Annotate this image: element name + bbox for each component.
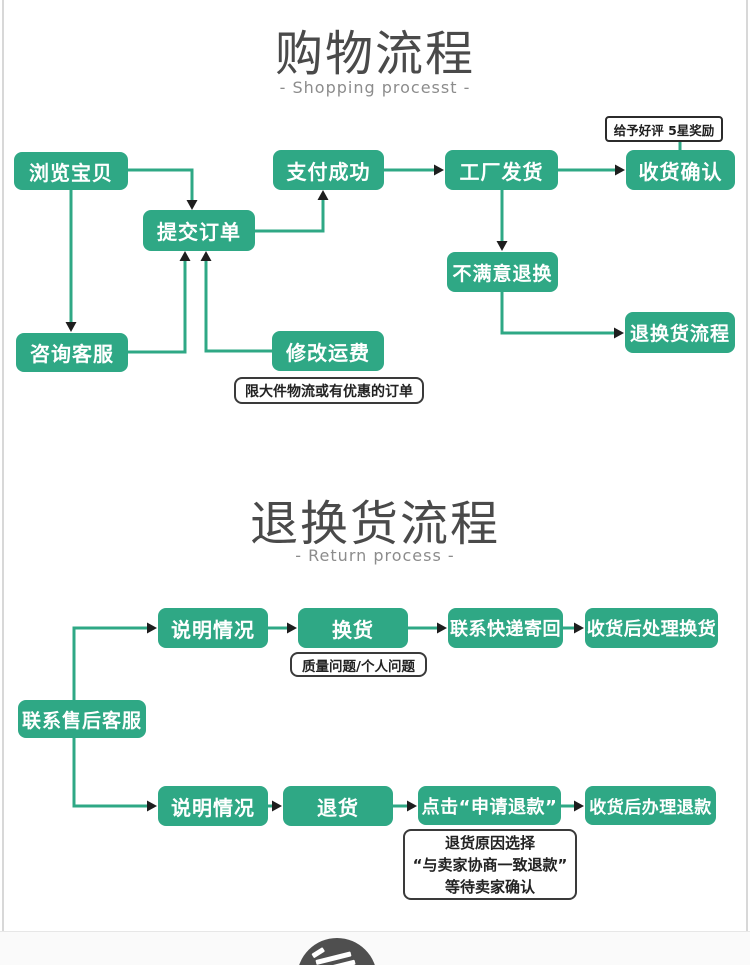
node-browse-item: 浏览宝贝: [14, 152, 128, 190]
connector-submit-to-payment: [255, 190, 329, 233]
postage-note: 限大件物流或有优惠的订单: [234, 377, 424, 404]
logo-bars-icon: [311, 939, 363, 965]
connector-factory-to-receipt: [558, 164, 625, 176]
connector-dissatisfied-to-returnflow: [500, 292, 624, 339]
connector-exchange-to-courier: [408, 622, 447, 634]
refund-note-line2: “与卖家协商一致退款”: [412, 855, 568, 874]
node-contact-after-sales: 联系售后客服: [18, 700, 146, 738]
connector-postage-to-submit: [200, 251, 272, 353]
connector-contact-to-explain-top: [72, 622, 157, 700]
exchange-note: 质量问题/个人问题: [290, 652, 427, 677]
return-subtitle: - Return process -: [295, 546, 455, 565]
shopping-subtitle: - Shopping processt -: [279, 78, 471, 97]
node-submit-order: 提交订单: [143, 210, 255, 251]
node-exchange-goods: 换货: [298, 608, 408, 648]
node-return-flow: 退换货流程: [625, 312, 735, 353]
node-consult-service: 咨询客服: [16, 333, 128, 372]
connector-factory-to-dissatisfied: [496, 190, 508, 251]
node-return-goods: 退货: [283, 786, 393, 826]
connector-explain-to-exchange: [268, 622, 297, 634]
refund-note-line3: 等待卖家确认: [444, 877, 535, 896]
connector-explain-to-return-goods: [268, 800, 282, 812]
connector-click-refund-to-handle-refund: [561, 800, 584, 812]
node-click-apply-refund: 点击“申请退款”: [418, 786, 561, 825]
node-dissatisfied-return: 不满意退换: [447, 252, 558, 292]
connector-payment-to-factory: [384, 164, 444, 176]
refund-reason-note: 退货原因选择 “与卖家协商一致退款” 等待卖家确认: [403, 829, 577, 900]
node-modify-postage: 修改运费: [272, 331, 384, 371]
left-border-line: [2, 0, 4, 965]
connector-contact-to-explain-bottom: [72, 738, 157, 812]
node-handle-refund: 收货后办理退款: [585, 786, 716, 825]
connector-courier-to-handle-exchange: [563, 622, 584, 634]
right-border-line: [746, 0, 748, 965]
node-explain-bottom: 说明情况: [158, 786, 268, 826]
connector-return-goods-to-click-refund: [393, 800, 417, 812]
node-handle-exchange: 收货后处理换货: [585, 608, 718, 648]
footer-band: [0, 931, 750, 965]
refund-note-line1: 退货原因选择: [444, 833, 535, 852]
node-payment-success: 支付成功: [273, 150, 384, 190]
praise-reward-label: 给予好评 5星奖励: [605, 116, 723, 142]
node-factory-ship: 工厂发货: [445, 150, 558, 190]
node-courier-return: 联系快递寄回: [448, 608, 563, 648]
shopping-title: 购物流程: [274, 26, 475, 82]
connector-browse-to-consult: [65, 190, 77, 332]
node-explain-top: 说明情况: [158, 608, 268, 648]
connector-browse-to-submit: [128, 168, 198, 210]
node-receipt-confirm: 收货确认: [626, 150, 735, 190]
return-title: 退换货流程: [249, 496, 500, 552]
connector-consult-to-submit: [128, 251, 191, 354]
